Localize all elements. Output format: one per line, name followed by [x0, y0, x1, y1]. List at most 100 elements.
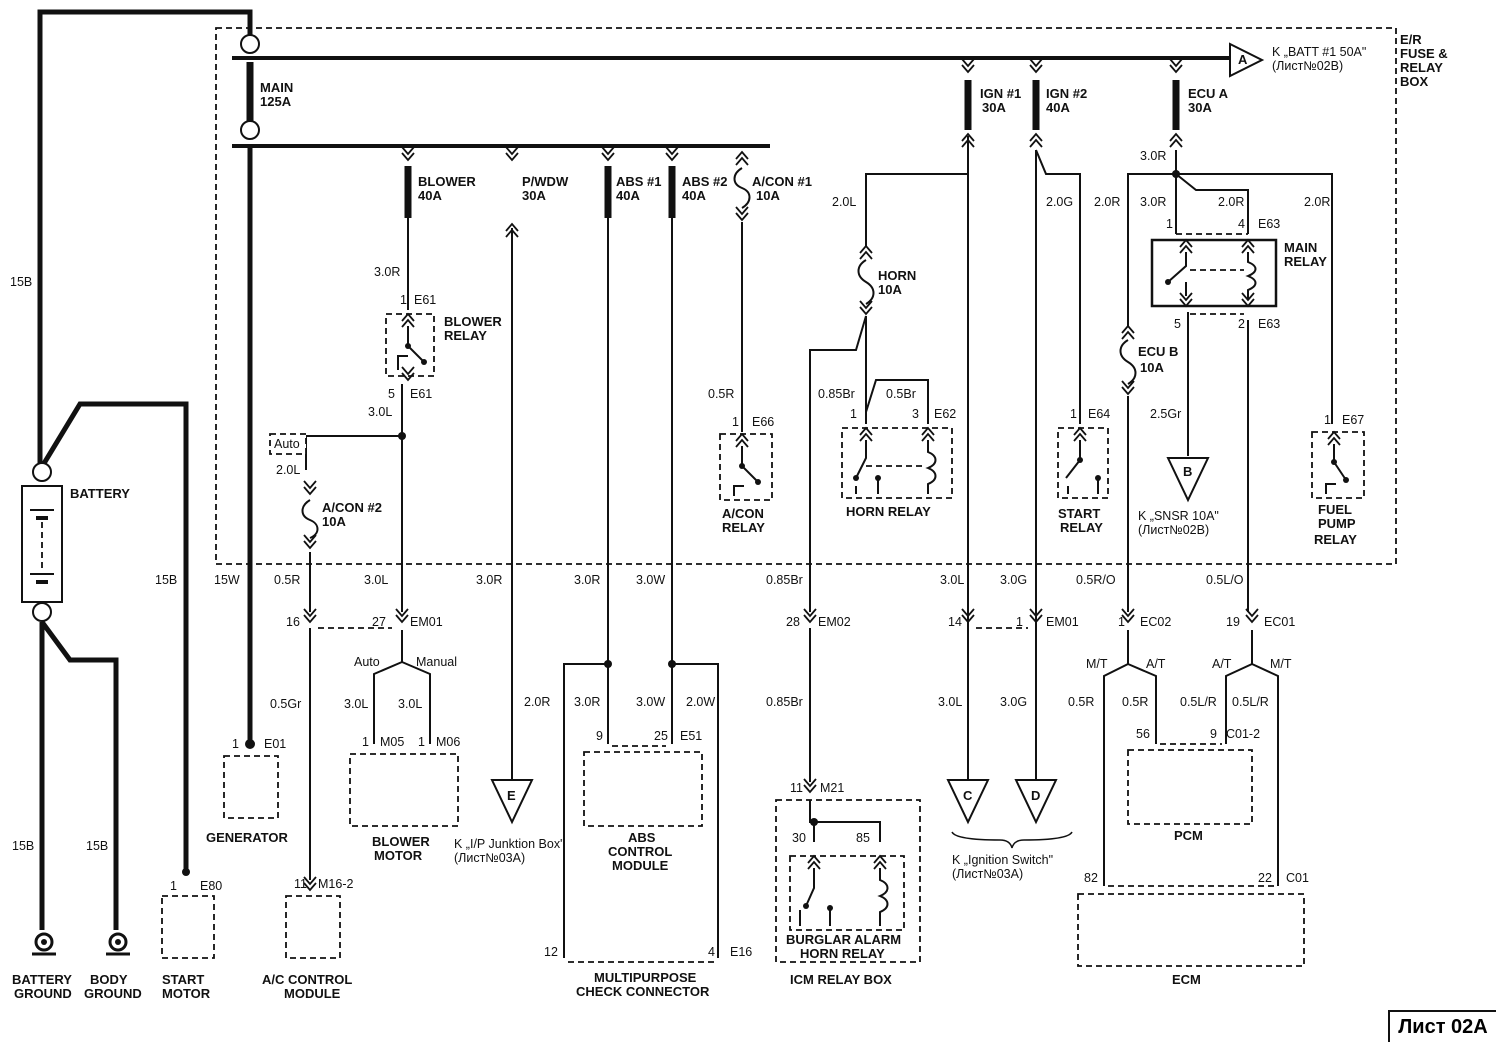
relay-coil-icon	[925, 440, 937, 494]
pin-label: 1	[1070, 407, 1077, 421]
wire-label: 15B	[155, 573, 177, 587]
reference-e: (Лист№03A)	[454, 851, 525, 865]
reference-cd: K „Ignition Switch"	[952, 853, 1053, 867]
wire-label: 2.0R	[524, 695, 550, 709]
pin-label: EM01	[1046, 615, 1079, 629]
pin-label: 1	[232, 737, 239, 751]
pin-label: 1	[170, 879, 177, 893]
pin-label: 9	[1210, 727, 1217, 741]
reference-b: (Лист№02B)	[1138, 523, 1209, 537]
main-relay-box	[1150, 238, 1278, 308]
wire-label: 15B	[86, 839, 108, 853]
main-fuse-icon	[240, 34, 260, 140]
wire-label: 0.85Br	[818, 387, 855, 401]
relay-label: RELAY	[1284, 254, 1327, 269]
wire-label: M/T	[1270, 657, 1292, 671]
relay-label: RELAY	[444, 328, 487, 343]
ground-symbol-icon	[106, 932, 130, 956]
wire-label: 15B	[12, 839, 34, 853]
wire-label: 3.0R	[1140, 195, 1166, 209]
pin-label: E01	[264, 737, 286, 751]
wire-label: 3.0L	[368, 405, 392, 419]
wire-label: 3.0W	[636, 573, 665, 587]
pin-label: 1	[400, 293, 407, 307]
body-ground-label: BODY	[90, 972, 128, 987]
pin-label: EC01	[1264, 615, 1295, 629]
reference-cd: (Лист№03A)	[952, 867, 1023, 881]
relay-label: START	[1058, 506, 1100, 521]
battery-ground-label: GROUND	[14, 986, 72, 1001]
pin-label: 85	[856, 831, 870, 845]
fuse-label: ABS #2	[682, 174, 728, 189]
pin-label: E63	[1258, 217, 1280, 231]
ground-symbol-icon	[32, 932, 56, 956]
fuse-label: 40A	[616, 188, 640, 203]
pin-label: 1	[362, 735, 369, 749]
pin-label: 2	[1238, 317, 1245, 331]
relay-switch-icon	[1065, 440, 1101, 494]
pin-label: E61	[410, 387, 432, 401]
pin-label: 30	[792, 831, 806, 845]
wire-label: 3.0L	[344, 697, 368, 711]
relay-switch-icon	[397, 326, 427, 370]
blower-motor-box	[349, 753, 459, 827]
auto-option-label: Auto	[274, 437, 300, 451]
pin-label: E62	[934, 407, 956, 421]
relay-switch-icon	[1165, 252, 1244, 296]
wire-label: A/T	[1146, 657, 1166, 671]
fuse-box-title: E/R FUSE & RELAY BOX	[1400, 32, 1448, 89]
wire-label: 0.5L/R	[1232, 695, 1269, 709]
wire-label: 2.0R	[1218, 195, 1244, 209]
relay-coil-icon	[877, 868, 889, 926]
pin-label: 1	[1166, 217, 1173, 231]
fuse-label: P/WDW	[522, 174, 569, 189]
pin-label: 5	[1174, 317, 1181, 331]
wire-label: 3.0L	[364, 573, 388, 587]
sheet-number: Лист 02A	[1388, 1010, 1496, 1042]
pin-label: 25	[654, 729, 668, 743]
relay-label: FUEL	[1318, 502, 1352, 517]
start-motor-box	[161, 895, 215, 959]
start-motor-label: MOTOR	[162, 986, 211, 1001]
pin-label: E63	[1258, 317, 1280, 331]
pin-label: 82	[1084, 871, 1098, 885]
pin-label: EM01	[410, 615, 443, 629]
pin-label: EC02	[1140, 615, 1171, 629]
fuse-relay-box-outline	[215, 27, 1397, 565]
relay-label: BLOWER	[444, 314, 502, 329]
reference-a: (Лист№02B)	[1272, 59, 1343, 73]
fuse-label: BLOWER	[418, 174, 476, 189]
wire-label: 2.0L	[276, 463, 300, 477]
abs-module-label: MODULE	[612, 858, 669, 873]
relay-label: HORN RELAY	[846, 504, 931, 519]
pin-label: 1	[1118, 615, 1125, 629]
fuse-label: 10A	[322, 514, 346, 529]
fuse-label: 40A	[1046, 100, 1070, 115]
connector-triangle-icon	[1229, 42, 1265, 78]
battery-label: BATTERY	[70, 486, 130, 501]
pin-label: C01	[1286, 871, 1309, 885]
mpcc-label: CHECK CONNECTOR	[576, 984, 710, 999]
wire-label: 3.0L	[398, 697, 422, 711]
pin-label: 12	[544, 945, 558, 959]
connector-c-label: C	[963, 788, 973, 803]
wire-label: 0.5L/R	[1180, 695, 1217, 709]
pin-label: 16	[286, 615, 300, 629]
start-motor-label: START	[162, 972, 204, 987]
wire-label: 3.0G	[1000, 695, 1027, 709]
abs-module-label: ABS	[628, 830, 656, 845]
wire-label: 15W	[214, 573, 240, 587]
reference-b: K „SNSR 10A"	[1138, 509, 1219, 523]
pin-label: C01-2	[1226, 727, 1260, 741]
pin-label: E16	[730, 945, 752, 959]
pin-label: 4	[708, 945, 715, 959]
relay-label: MAIN	[1284, 240, 1317, 255]
wire-label: 3.0L	[938, 695, 962, 709]
connector-triangle-icon	[490, 779, 534, 825]
fuse-label: A/CON #2	[322, 500, 382, 515]
fuse-label: 40A	[418, 188, 442, 203]
battery-main-cable	[37, 9, 253, 470]
burglar-alarm-relay-box	[789, 855, 905, 931]
wire-label: 0.85Br	[766, 573, 803, 587]
